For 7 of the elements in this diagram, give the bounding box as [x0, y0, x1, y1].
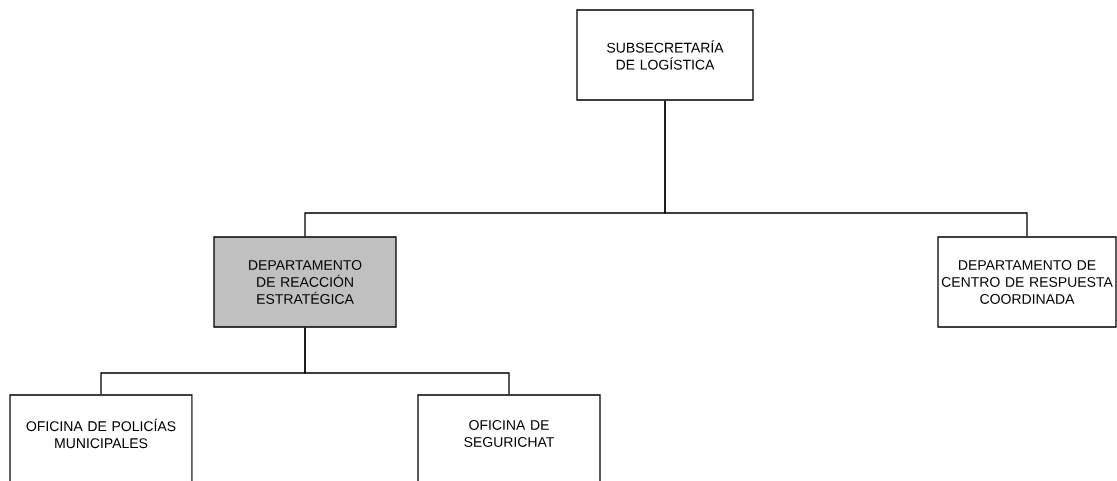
org-box: OFICINA DE SEGURICHAT: [417, 394, 601, 481]
org-box: OFICINA DE POLICÍAS MUNICIPALES: [9, 394, 193, 481]
connector-line: [664, 100, 1028, 237]
org-box: DEPARTAMENTO DE REACCIÓN ESTRATÉGICA: [213, 236, 397, 328]
org-box: DEPARTAMENTO DE CENTRO DE RESPUESTA COORDINADA: [937, 236, 1117, 328]
org-box: SUBSECRETARÍA DE LOGÍSTICA: [576, 9, 754, 101]
connector-line: [304, 327, 510, 395]
